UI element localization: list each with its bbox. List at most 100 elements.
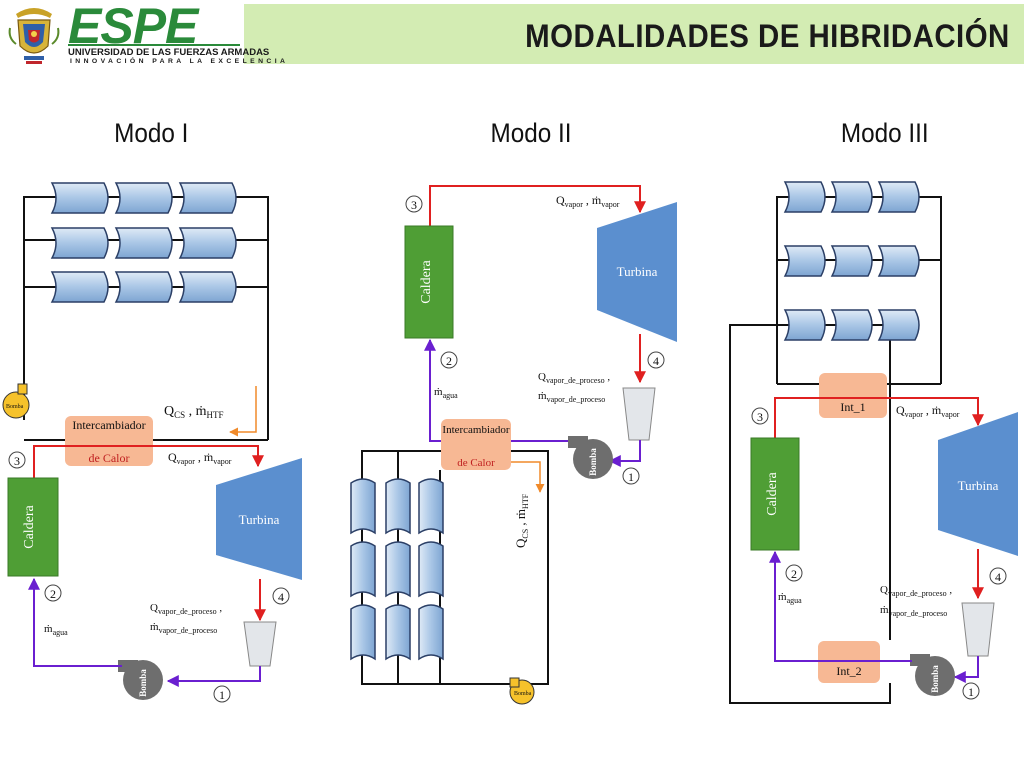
boiler: [750, 437, 800, 551]
svg-text:3: 3: [757, 410, 763, 424]
svg-text:ṁagua: ṁagua: [44, 623, 68, 637]
solar-collector: [830, 245, 873, 277]
condenser: [243, 621, 277, 667]
svg-text:ṁvapor_de_proceso: ṁvapor_de_proceso: [880, 604, 947, 618]
svg-text:2: 2: [791, 567, 797, 581]
solar-collector: [350, 541, 376, 598]
espe-logo: ESPE: [68, 0, 198, 54]
solar-collector: [114, 271, 173, 303]
solar-collector: [50, 182, 109, 214]
solar-collector: [385, 541, 411, 598]
svg-text:Qvapor , ṁvapor: Qvapor , ṁvapor: [896, 403, 960, 419]
solar-collector: [877, 245, 920, 277]
solar-collector: [50, 271, 109, 303]
mode-1-diagram: Bomba QCS , ṁHTF Intercambiador de Calor…: [2, 182, 302, 703]
solar-collector: [418, 478, 444, 535]
pump-icon: [573, 439, 613, 479]
header-band: MODALIDADES DE HIBRIDACIÓN: [244, 4, 1024, 64]
solar-collector: [50, 227, 109, 259]
solar-collector: [877, 309, 920, 341]
university-crest-icon: [8, 8, 60, 64]
svg-text:3: 3: [411, 198, 417, 212]
svg-text:Qvapor_de_proceso ,: Qvapor_de_proceso ,: [880, 584, 952, 598]
svg-text:Bomba: Bomba: [930, 665, 940, 693]
solar-collector: [114, 227, 173, 259]
condenser: [961, 602, 995, 657]
svg-text:ṁagua: ṁagua: [778, 591, 802, 605]
svg-text:Turbina: Turbina: [617, 264, 658, 279]
svg-text:ṁagua: ṁagua: [434, 386, 458, 400]
solar-collector: [385, 478, 411, 535]
solar-collector: [350, 478, 376, 535]
solar-collector: [350, 604, 376, 661]
solar-collector: [830, 181, 873, 213]
svg-text:de Calor: de Calor: [89, 451, 130, 465]
svg-text:QCS , ṁHTF: QCS , ṁHTF: [164, 404, 224, 420]
svg-text:Caldera: Caldera: [22, 504, 37, 548]
solar-collector: [114, 182, 173, 214]
svg-text:Caldera: Caldera: [419, 259, 434, 303]
svg-text:ṁvapor_de_proceso: ṁvapor_de_proceso: [538, 390, 605, 404]
solar-collector: [418, 541, 444, 598]
page-title: MODALIDADES DE HIBRIDACIÓN: [525, 18, 1010, 54]
turbine: [938, 412, 1018, 556]
svg-text:Intercambiador: Intercambiador: [442, 424, 510, 436]
pump-icon: [2, 391, 30, 419]
svg-text:Qvapor , ṁvapor: Qvapor , ṁvapor: [556, 193, 620, 209]
condenser: [622, 387, 656, 441]
heat-exchanger: [441, 419, 511, 470]
university-motto: INNOVACIÓN PARA LA EXCELENCIA: [70, 58, 289, 65]
svg-text:4: 4: [653, 354, 659, 368]
collector-array-1: [50, 182, 237, 303]
svg-text:Bomba: Bomba: [588, 448, 598, 476]
svg-text:4: 4: [278, 590, 284, 604]
solar-collector: [385, 604, 411, 661]
solar-collector: [783, 181, 826, 213]
svg-text:4: 4: [995, 570, 1001, 584]
svg-text:Intercambiador: Intercambiador: [72, 418, 145, 432]
svg-text:Bomba: Bomba: [514, 691, 532, 697]
mode-3-title: Modo III: [840, 118, 929, 148]
svg-text:Turbina: Turbina: [958, 478, 999, 493]
svg-text:1: 1: [628, 470, 634, 484]
boiler: [7, 477, 59, 577]
solar-collector: [178, 271, 237, 303]
university-name: UNIVERSIDAD DE LAS FUERZAS ARMADAS: [68, 47, 270, 58]
solar-collector: [877, 181, 920, 213]
mode-2-title: Modo II: [490, 118, 572, 148]
pump-label: Bomba: [6, 404, 24, 410]
turbine: [216, 458, 302, 580]
logo-divider: [68, 44, 240, 46]
svg-text:ṁvapor_de_proceso: ṁvapor_de_proceso: [150, 621, 217, 635]
solar-collector: [783, 245, 826, 277]
boiler: [404, 225, 454, 339]
svg-text:QCS , ṁHTF: QCS , ṁHTF: [513, 493, 530, 548]
mode-1-title: Modo I: [114, 118, 189, 148]
solar-collector: [418, 604, 444, 661]
heat-exchanger: [65, 416, 153, 466]
svg-text:de Calor: de Calor: [457, 457, 495, 469]
svg-text:3: 3: [14, 454, 20, 468]
svg-text:Caldera: Caldera: [765, 471, 780, 515]
svg-text:Int_1: Int_1: [840, 400, 865, 414]
svg-text:Turbina: Turbina: [239, 512, 280, 527]
svg-text:Bomba: Bomba: [138, 669, 148, 697]
mode-3-diagram: Int_1 3 Qvapor , ṁvapor Caldera Turbina …: [729, 181, 1018, 704]
svg-text:Qvapor , ṁvapor: Qvapor , ṁvapor: [168, 450, 232, 466]
turbine: [597, 202, 677, 342]
svg-text:1: 1: [968, 685, 974, 699]
solar-collector: [178, 182, 237, 214]
svg-text:1: 1: [219, 688, 225, 702]
solar-collector: [178, 227, 237, 259]
svg-text:Qvapor_de_proceso ,: Qvapor_de_proceso ,: [538, 371, 610, 385]
mode-2-diagram: 3 Qvapor , ṁvapor Caldera Turbina 4 Qvap…: [350, 185, 677, 705]
solar-collector: [783, 309, 826, 341]
collector-array-2: [350, 478, 444, 661]
svg-text:2: 2: [50, 587, 56, 601]
svg-text:Int_2: Int_2: [836, 664, 861, 678]
svg-text:Qvapor_de_proceso ,: Qvapor_de_proceso ,: [150, 602, 222, 616]
collector-array-3: [783, 181, 920, 341]
svg-text:2: 2: [446, 354, 452, 368]
solar-collector: [830, 309, 873, 341]
